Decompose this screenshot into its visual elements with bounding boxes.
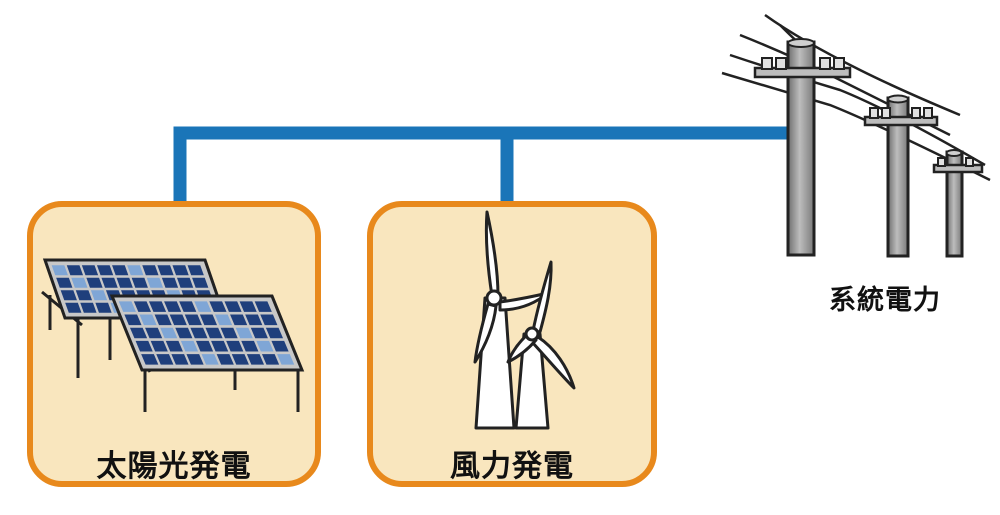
solar-cell [175, 327, 193, 339]
solar-cell [139, 314, 157, 326]
solar-power-label: 太陽光発電 [96, 449, 252, 484]
solar-cell [256, 340, 274, 352]
wind-power-label: 風力発電 [450, 449, 574, 484]
solar-cell [186, 354, 204, 365]
solar-cell [142, 265, 159, 276]
solar-cell [187, 265, 204, 276]
solar-cell [146, 277, 164, 288]
solar-panel-icon [41, 258, 305, 412]
solar-cell [231, 354, 249, 365]
solar-cell [205, 327, 223, 339]
solar-cell [190, 327, 208, 339]
connector-lines [173, 126, 800, 205]
solar-cell [169, 314, 187, 326]
solar-cell [118, 301, 136, 312]
solar-cell [260, 314, 278, 326]
solar-cell [245, 314, 263, 326]
connector-main-line [173, 126, 800, 205]
grid-power-label: 系統電力 [829, 285, 941, 316]
solar-cell [235, 327, 253, 339]
solar-cell [194, 301, 212, 312]
solar-cell [154, 314, 172, 326]
solar-cell [220, 327, 238, 339]
solar-cell [239, 301, 257, 312]
wind-box [367, 201, 657, 487]
solar-cell [156, 354, 174, 365]
solar-cell [157, 265, 174, 276]
solar-cell [254, 301, 272, 312]
solar-cell [75, 290, 93, 301]
solar-cell [226, 340, 244, 352]
solar-cell [265, 327, 284, 339]
solar-cell [176, 277, 194, 288]
solar-cell [184, 314, 202, 326]
solar-cell [86, 277, 103, 288]
solar-cell [141, 354, 159, 365]
solar-cell [180, 340, 199, 352]
solar-cell [135, 340, 153, 352]
solar-cell [179, 301, 197, 312]
solar-cell [150, 340, 168, 352]
solar-cell [95, 302, 112, 313]
solar-cell [211, 340, 229, 352]
solar-cell [216, 354, 234, 365]
solar-cell [271, 340, 289, 352]
solar-cell [66, 265, 84, 276]
solar-cell [199, 314, 218, 326]
wind-turbine-icon [473, 210, 576, 430]
solar-cell [124, 314, 142, 326]
solar-cell [112, 265, 129, 276]
solar-cell [101, 277, 118, 288]
solar-cell [164, 301, 182, 312]
solar-cell [51, 265, 68, 276]
solar-cell [230, 314, 248, 326]
solar-cell [165, 340, 183, 352]
solar-cell [161, 277, 179, 288]
solar-cell [195, 340, 214, 352]
solar-cell [56, 277, 73, 288]
solar-cell [172, 265, 189, 276]
solar-cell [209, 301, 227, 312]
solar-cell [127, 265, 144, 276]
solar-cell [246, 354, 265, 365]
solar-cell [160, 327, 178, 339]
solar-cell [129, 327, 148, 339]
utility-pole-icon [721, 13, 991, 258]
solar-cell [71, 277, 88, 288]
solar-cell [90, 290, 108, 301]
solar-cell [145, 327, 163, 339]
solar-cell [80, 302, 97, 313]
solar-cell [116, 277, 133, 288]
solar-cell [148, 301, 167, 312]
solar-cell [214, 314, 233, 326]
solar-cell [96, 265, 114, 276]
solar-cell [250, 327, 268, 339]
solar-cell [133, 301, 152, 312]
solar-cell [277, 354, 295, 365]
solar-cell [261, 354, 280, 365]
solar-cell [241, 340, 259, 352]
solar-cell [171, 354, 189, 365]
solar-cell [201, 354, 219, 365]
solar-cell [131, 277, 148, 288]
solar-cell [81, 265, 99, 276]
solar-cell [224, 301, 242, 312]
solar-cell [192, 277, 209, 288]
solar-cell [65, 302, 82, 313]
solar-cell [60, 290, 77, 301]
